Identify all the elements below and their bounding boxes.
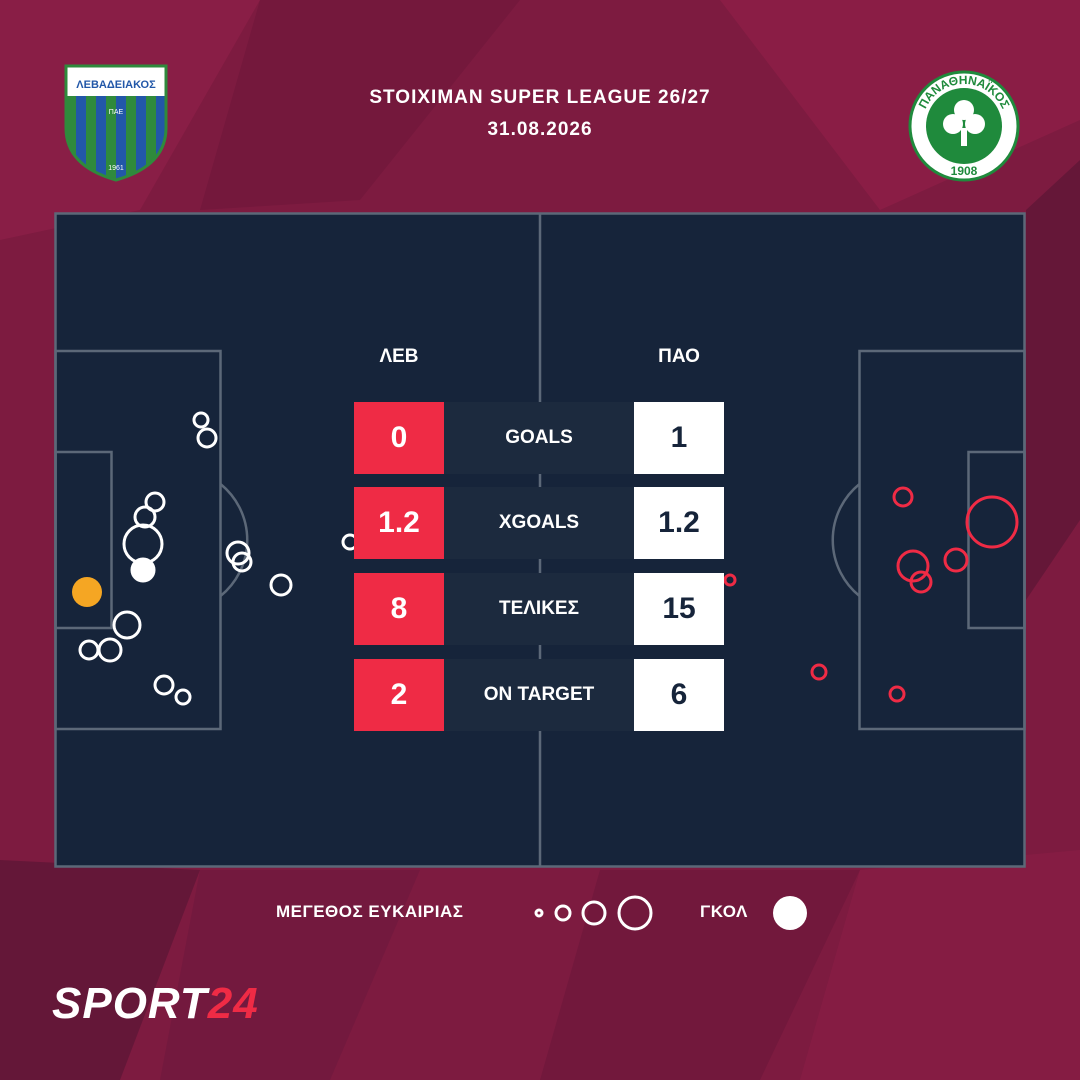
stat-row-on-target: 2 ON TARGET 6	[354, 659, 724, 731]
stat-label: ON TARGET	[444, 659, 634, 731]
home-shot	[225, 540, 251, 566]
away-shots	[723, 486, 1019, 703]
home-shot	[153, 674, 175, 696]
stat-row-shots: 8 ΤΕΛΙΚΕΣ 15	[354, 573, 724, 645]
league-title: STOIXIMAN SUPER LEAGUE 26/27	[369, 87, 711, 108]
home-team-crest: ΛΕΒΑΔΕΙΑΚΟΣ ΠΑΕ 1961	[64, 64, 168, 182]
stat-home-value: 8	[354, 573, 444, 645]
brand-main: SPORT	[52, 979, 208, 1028]
home-shot	[231, 551, 253, 573]
away-shot	[888, 685, 906, 703]
stat-away-value: 15	[634, 573, 724, 645]
away-shot	[965, 495, 1019, 549]
home-team-abbr: ΛΕΒ	[379, 346, 419, 367]
away-shot	[892, 486, 914, 508]
shamrock-icon	[943, 100, 985, 146]
legend-xlarge-circle-icon	[617, 895, 653, 931]
home-shot	[144, 491, 166, 513]
home-shot	[97, 637, 123, 663]
stat-row-xgoals: 1.2 XGOALS 1.2	[354, 487, 724, 559]
legend-large-circle-icon	[581, 900, 607, 926]
stat-home-value: 2	[354, 659, 444, 731]
legend-goal-circle-icon	[773, 896, 807, 930]
goal-marker-icon	[72, 577, 102, 607]
stat-away-value: 1	[634, 402, 724, 474]
away-team-abbr: ΠΑΟ	[658, 346, 700, 367]
away-team-crest: ΠΑΝΑΘΗΝΑΪΚΟΣ 1908	[908, 70, 1020, 182]
stat-home-value: 1.2	[354, 487, 444, 559]
away-shot	[723, 573, 737, 587]
legend-medium-circle-icon	[554, 904, 572, 922]
home-crest-year: 1961	[108, 165, 124, 172]
away-shot	[909, 570, 933, 594]
stat-row-goals: 0 GOALS 1	[354, 402, 724, 474]
stat-label: GOALS	[444, 402, 634, 474]
home-shot	[196, 427, 218, 449]
home-shot	[192, 411, 210, 429]
stat-label: XGOALS	[444, 487, 634, 559]
home-shots	[78, 411, 359, 706]
away-crest-year: 1908	[951, 164, 978, 178]
home-shot	[174, 688, 192, 706]
home-shot	[269, 573, 293, 597]
home-shot	[130, 557, 156, 583]
away-shot	[943, 547, 969, 573]
home-crest-name: ΛΕΒΑΔΕΙΑΚΟΣ	[76, 79, 156, 91]
away-shot	[896, 549, 930, 583]
away-shot	[810, 663, 828, 681]
stat-away-value: 6	[634, 659, 724, 731]
legend-markers	[534, 895, 807, 931]
home-shot	[133, 505, 157, 529]
match-date: 31.08.2026	[487, 119, 593, 140]
stat-home-value: 0	[354, 402, 444, 474]
brand-accent: 24	[207, 979, 259, 1028]
legend-small-circle-icon	[534, 908, 544, 918]
home-crest-sub: ΠΑΕ	[109, 109, 124, 116]
legend-chance-size-label: ΜΕΓΕΘΟΣ ΕΥΚΑΙΡΙΑΣ	[276, 902, 464, 921]
home-shot	[112, 610, 142, 640]
legend-goal-label: ΓΚΟΛ	[700, 902, 748, 921]
stat-away-value: 1.2	[634, 487, 724, 559]
brand-logo: SPORT24	[52, 982, 259, 1026]
stat-label: ΤΕΛΙΚΕΣ	[444, 573, 634, 645]
